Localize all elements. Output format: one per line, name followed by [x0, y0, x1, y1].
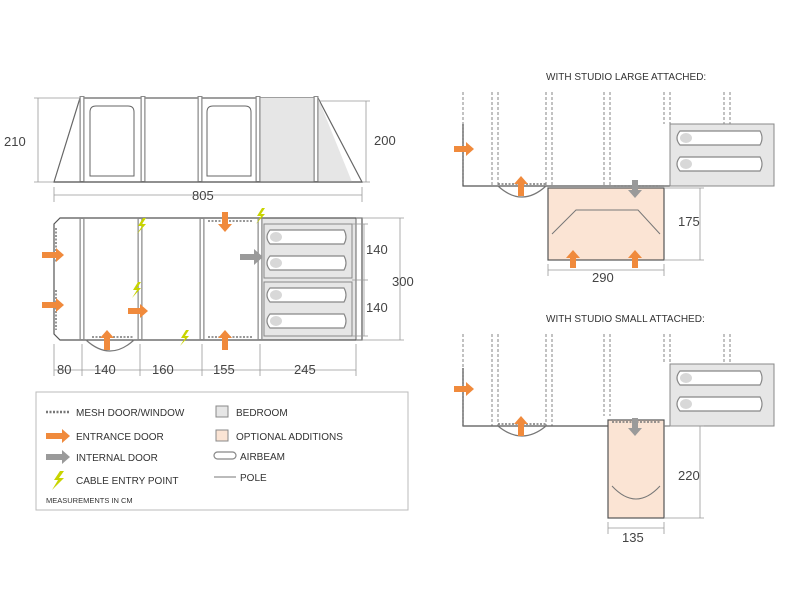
studio-large-width-label: 290 — [592, 270, 614, 285]
segment-label-3: 160 — [152, 362, 174, 377]
legend-label-mesh: MESH DOOR/WINDOW — [76, 408, 185, 419]
side-window-2 — [206, 105, 252, 177]
segment-label-4: 155 — [213, 362, 235, 377]
floor-plan: 300 140 140 80 140 160 155 245 — [42, 208, 414, 377]
legend-label-cable: CABLE ENTRY POINT — [76, 476, 178, 487]
studio-small-heading: WITH STUDIO SMALL ATTACHED: — [546, 314, 705, 325]
segment-label-5: 245 — [294, 362, 316, 377]
sleeping-pods — [263, 223, 353, 337]
airbeam-icon — [213, 451, 237, 460]
legend-label-bedroom: BEDROOM — [236, 408, 288, 419]
studio-small-depth-label: 220 — [678, 468, 700, 483]
pod-1-width-label: 140 — [366, 242, 388, 257]
legend: MESH DOOR/WINDOW ENTRANCE DOOR INTERNAL … — [35, 391, 409, 511]
side-height-left-label: 210 — [4, 134, 26, 149]
side-length-label: 805 — [192, 188, 214, 203]
legend-label-entrance: ENTRANCE DOOR — [76, 432, 164, 443]
legend-label-internal: INTERNAL DOOR — [76, 453, 158, 464]
entrance-door-arrows — [42, 212, 232, 350]
side-view: 210 200 805 — [4, 96, 396, 203]
segment-label-2: 140 — [94, 362, 116, 377]
studio-large-extension — [547, 187, 665, 261]
internal-door-arrow — [240, 249, 263, 265]
optional-swatch-icon — [215, 429, 229, 442]
cable-entry-points — [132, 208, 265, 346]
pod-2-width-label: 140 — [366, 300, 388, 315]
side-window-1 — [89, 105, 135, 177]
bedroom-profile-shade — [258, 98, 352, 182]
studio-large-heading: WITH STUDIO LARGE ATTACHED: — [546, 72, 706, 83]
measurements-note: MEASUREMENTS IN CM — [46, 496, 133, 505]
legend-label-optional: OPTIONAL ADDITIONS — [236, 432, 343, 443]
grey-arrow-icon — [46, 450, 70, 464]
segment-label-1: 80 — [57, 362, 71, 377]
studio-small-width-label: 135 — [622, 530, 644, 545]
mesh-doors — [55, 220, 252, 338]
sleeping-bags — [266, 229, 347, 329]
orange-arrow-icon — [46, 429, 70, 443]
floor-width-label: 300 — [392, 274, 414, 289]
lightning-icon — [52, 471, 64, 490]
bedroom-swatch-icon — [215, 405, 229, 418]
legend-label-pole: POLE — [240, 473, 267, 484]
studio-large-plan: WITH STUDIO LARGE ATTACHED: — [454, 72, 775, 285]
studio-small-plan: WITH STUDIO SMALL ATTACHED: — [454, 314, 775, 545]
studio-large-depth-label: 175 — [678, 214, 700, 229]
side-height-right-label: 200 — [374, 133, 396, 148]
legend-label-airbeam: AIRBEAM — [240, 452, 285, 463]
